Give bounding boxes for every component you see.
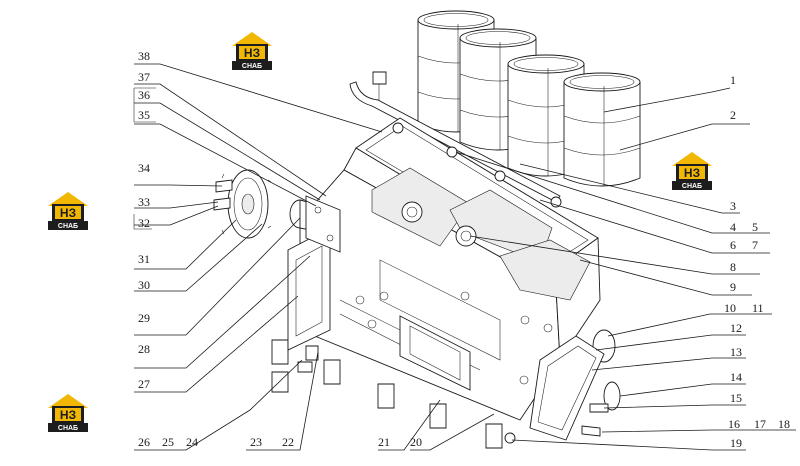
label-boxes: [133, 87, 156, 230]
callout-37: 37: [138, 70, 150, 84]
callout-10: 10: [724, 301, 736, 315]
callout-15: 15: [730, 391, 742, 405]
callout-4: 4: [730, 220, 736, 234]
callout-2: 2: [730, 108, 736, 122]
leader-lines: [134, 63, 796, 451]
oil-fittings: [271, 345, 319, 393]
logo-text: СНАБ: [242, 63, 262, 70]
logo-mark: НЗ: [244, 46, 260, 60]
timing-gear-assembly: [213, 169, 341, 253]
logo-text: СНАБ: [58, 223, 78, 230]
callout-38: 38: [138, 49, 150, 63]
callout-31: 31: [138, 252, 150, 266]
callout-25: 25: [162, 435, 174, 449]
callout-24: 24: [186, 435, 198, 449]
logo-mark: НЗ: [60, 206, 76, 220]
callout-27: 27: [138, 377, 150, 391]
callout-36: 36: [138, 88, 150, 102]
callout-3: 3: [730, 199, 736, 213]
callout-12: 12: [730, 321, 742, 335]
rear-cover-parts: [504, 329, 621, 444]
callout-6: 6: [730, 238, 736, 252]
callout-32: 32: [138, 216, 150, 230]
cylinder-liners: [417, 10, 641, 187]
callout-14: 14: [730, 370, 742, 384]
callout-34: 34: [138, 161, 150, 175]
logo-mark: НЗ: [60, 408, 76, 422]
engine-block: [271, 117, 601, 449]
callout-1: 1: [730, 73, 736, 87]
callout-21: 21: [378, 435, 390, 449]
callout-20: 20: [410, 435, 422, 449]
callout-35: 35: [138, 108, 150, 122]
callout-23: 23: [250, 435, 262, 449]
logo-text: СНАБ: [58, 425, 78, 432]
callout-18: 18: [778, 417, 790, 431]
logo-mark: НЗ: [684, 166, 700, 180]
callout-29: 29: [138, 311, 150, 325]
callout-17: 17: [754, 417, 766, 431]
callout-22: 22: [282, 435, 294, 449]
callout-33: 33: [138, 195, 150, 209]
logo-top: НЗ СНАБ: [232, 32, 272, 70]
callout-13: 13: [730, 345, 742, 359]
callout-28: 28: [138, 342, 150, 356]
callout-5: 5: [752, 220, 758, 234]
callout-16: 16: [728, 417, 740, 431]
callout-8: 8: [730, 260, 736, 274]
callout-11: 11: [752, 301, 764, 315]
callout-labels: 1 2 3 4 5 6 7 8 9 10 11 12 13 14 15 16 1…: [138, 49, 790, 450]
cylinder-liner: [563, 72, 641, 187]
callout-19: 19: [730, 436, 742, 450]
callout-7: 7: [752, 238, 758, 252]
callout-30: 30: [138, 278, 150, 292]
logo-right: НЗ СНАБ: [672, 152, 712, 190]
callout-9: 9: [730, 280, 736, 294]
logo-left-lower: НЗ СНАБ: [48, 394, 88, 432]
logo-text: СНАБ: [682, 183, 702, 190]
callout-26: 26: [138, 435, 150, 449]
logo-left-upper: НЗ СНАБ: [48, 192, 88, 230]
